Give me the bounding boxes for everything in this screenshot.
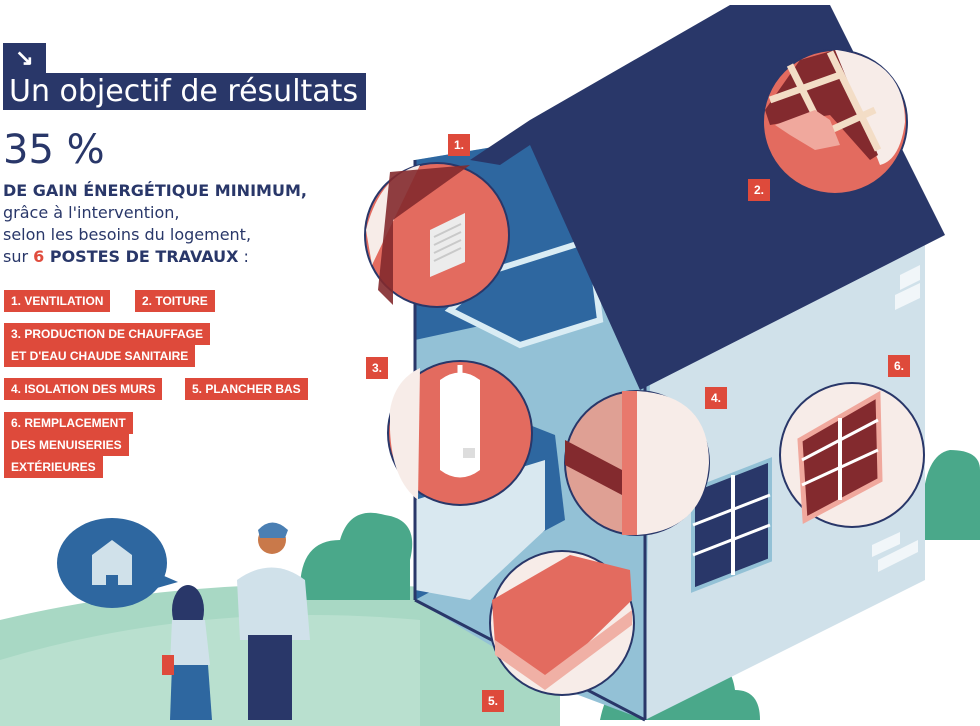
facade-bricks [872,265,920,572]
tag-ventilation: 1. VENTILATION [4,290,111,312]
badge-4: 4. [705,387,727,409]
lawn-front [0,615,420,726]
section-title: Un objectif de résultats [3,73,367,110]
zoom-circle-windows [779,382,925,528]
roof-edge [470,120,530,165]
energy-gain-value: 35 % [3,127,105,173]
tag-heating-l2: ET D'EAU CHAUDE SANITAIRE [4,345,196,367]
badge-5: 5. [482,690,504,712]
zoom-circle-heating [387,360,533,506]
tag-floor: 5. PLANCHER BAS [185,378,308,400]
zoom-circle-roof [762,49,908,195]
bush-left [300,512,413,600]
zoom-circle-walls [564,390,710,536]
desc-prefix: sur [3,247,34,266]
tag-roof: 2. TOITURE [135,290,215,312]
badge-3: 3. [366,357,388,379]
speech-bubble [57,518,178,608]
badge-6: 6. [888,355,910,377]
bush-right [922,450,980,540]
zoom-circle-ventilation [364,162,510,308]
tag-heating-l1: 3. PRODUCTION DE CHAUFFAGE [4,323,211,345]
arrow-down-right-icon: ↘ [3,43,46,73]
tag-joinery-l3: EXTÉRIEURES [4,456,103,478]
objective-description: DE GAIN ÉNERGÉTIQUE MINIMUM, grâce à l'i… [3,180,307,268]
desc-line-2: grâce à l'intervention, [3,203,180,222]
facade-window [691,457,772,593]
zoom-circle-floor [489,550,635,696]
works-count: 6 [33,247,45,266]
badge-2: 2. [748,179,770,201]
desc-line-3: selon les besoins du logement, [3,225,252,244]
badge-1: 1. [448,134,470,156]
desc-colon: : [238,247,249,266]
tag-wall-insulation: 4. ISOLATION DES MURS [4,378,163,400]
tag-joinery-l2: DES MENUISERIES [4,434,129,456]
person-woman [162,585,212,720]
person-man [237,522,310,720]
tag-joinery-l1: 6. REMPLACEMENT [4,412,133,434]
headline: DE GAIN ÉNERGÉTIQUE MINIMUM, [3,181,307,200]
house-renovation-icon [92,540,132,585]
works-label: POSTES DE TRAVAUX [44,247,239,266]
